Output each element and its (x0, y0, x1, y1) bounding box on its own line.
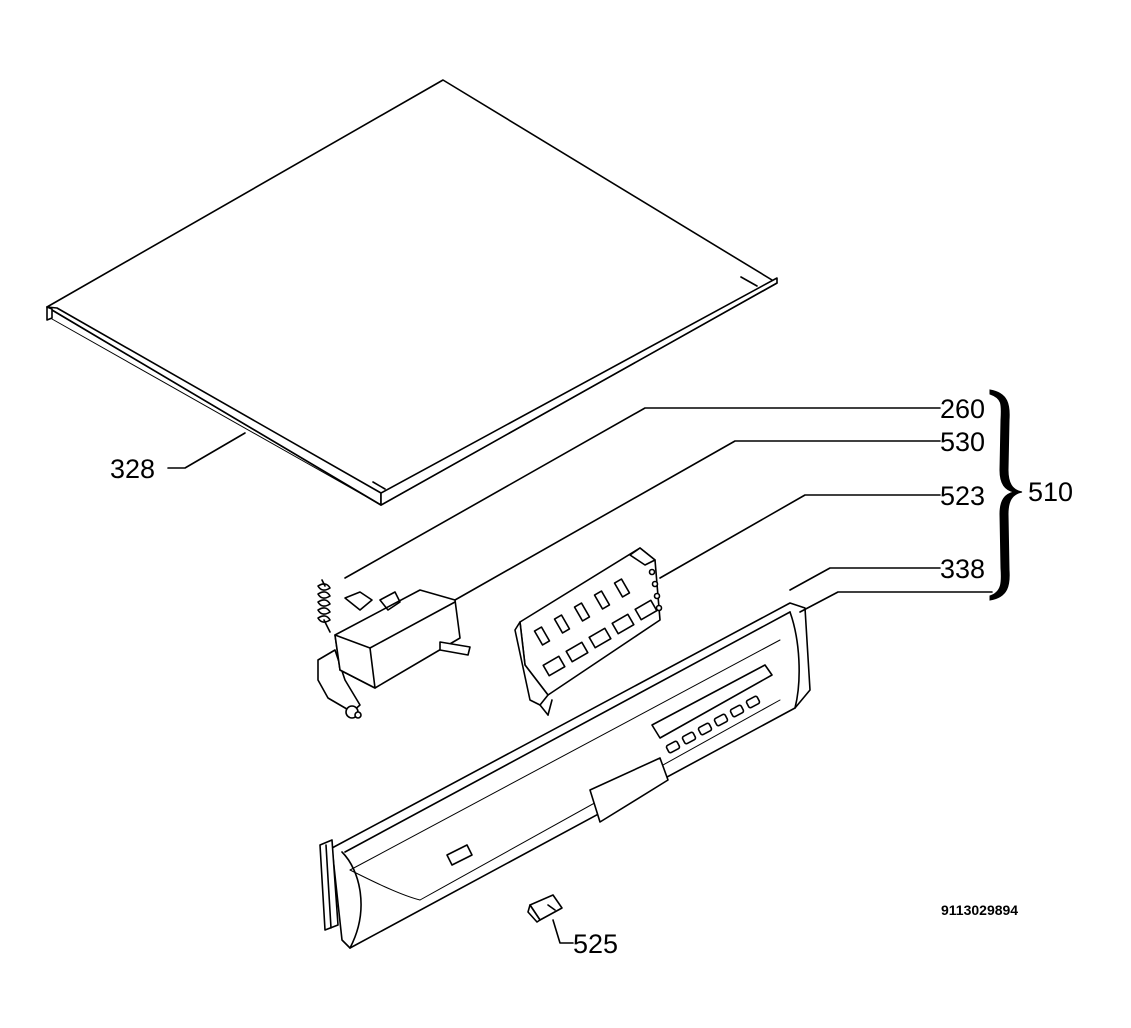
diagram-code: 9113029894 (941, 902, 1018, 918)
spring-hinge-assembly (317, 579, 373, 719)
label-part-523: 523 (940, 481, 985, 511)
leader-lines (167, 407, 993, 944)
label-part-525: 525 (573, 929, 618, 959)
worktop-cover (46, 79, 778, 506)
knob-cap (527, 894, 563, 923)
label-part-510: 510 (1028, 477, 1073, 507)
motor-block (334, 589, 471, 689)
switch-block (514, 547, 663, 716)
group-brace (989, 389, 1023, 601)
label-part-338: 338 (940, 554, 985, 584)
label-part-328: 328 (110, 454, 155, 484)
label-part-530: 530 (940, 427, 985, 457)
control-panel-fascia (319, 602, 811, 949)
label-part-260: 260 (940, 394, 985, 424)
